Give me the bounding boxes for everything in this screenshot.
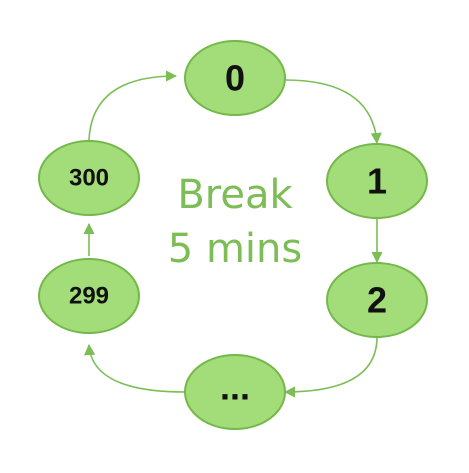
node-ellipsis: ... [184,354,286,430]
node-300: 300 [38,140,140,216]
edge-2-to-3 [283,336,378,398]
edge-300-to-0 [88,70,178,141]
node-0: 0 [184,40,286,116]
node-2-label: 2 [367,280,387,321]
node-1: 1 [326,143,428,219]
edge-0-to-1 [284,79,382,145]
node-299-label: 299 [69,283,109,310]
node-1-label: 1 [367,161,387,202]
node-299: 299 [38,258,140,334]
node-300-label: 300 [69,165,109,192]
break-duration: 5 mins [167,226,303,272]
node-2: 2 [326,262,428,338]
node-ellipsis-label: ... [220,367,250,408]
break-label: Break 5 mins [135,168,335,276]
edge-3-to-299 [84,343,186,393]
node-0-label: 0 [225,58,245,99]
break-title: Break [177,172,293,218]
